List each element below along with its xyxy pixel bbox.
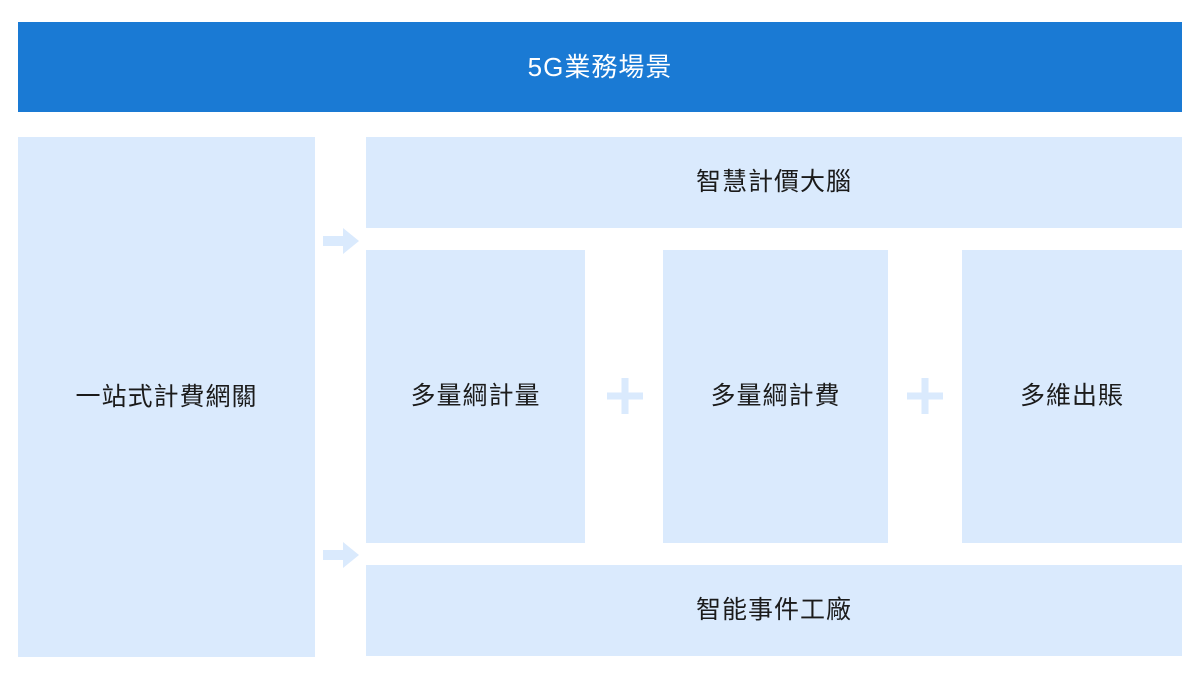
capability-label: 多量綱計費: [710, 382, 841, 410]
capability-box-billing: 多維出賬: [962, 250, 1182, 543]
gateway-panel-label: 一站式計費網關: [75, 382, 258, 411]
content-column: 智慧計價大腦 多量綱計量 多量綱計費: [366, 137, 1182, 657]
connector-plus-2: [904, 375, 946, 417]
capability-row: 多量綱計量 多量綱計費 多維出賬: [366, 250, 1182, 543]
capability-label: 多量綱計量: [410, 382, 541, 410]
arrow-to-pricing-brain: [321, 224, 361, 258]
capability-label: 多維出賬: [1019, 382, 1124, 410]
gateway-panel: 一站式計費網關: [18, 137, 315, 657]
pricing-brain-label: 智慧計價大腦: [695, 168, 852, 196]
event-factory-label: 智能事件工廠: [695, 596, 852, 624]
pricing-brain-band: 智慧計價大腦: [366, 137, 1182, 228]
event-factory-band: 智能事件工廠: [366, 565, 1182, 656]
plus-icon: [604, 375, 646, 417]
capability-box-metering: 多量綱計量: [366, 250, 585, 543]
arrow-right-icon: [321, 224, 361, 258]
header-title: 5G業務場景: [527, 52, 673, 82]
plus-icon: [904, 375, 946, 417]
connector-plus-1: [604, 375, 646, 417]
arrow-to-event-factory: [321, 538, 361, 572]
header-banner: 5G業務場景: [18, 22, 1182, 112]
arrow-right-icon: [321, 538, 361, 572]
capability-box-charging: 多量綱計費: [663, 250, 888, 543]
